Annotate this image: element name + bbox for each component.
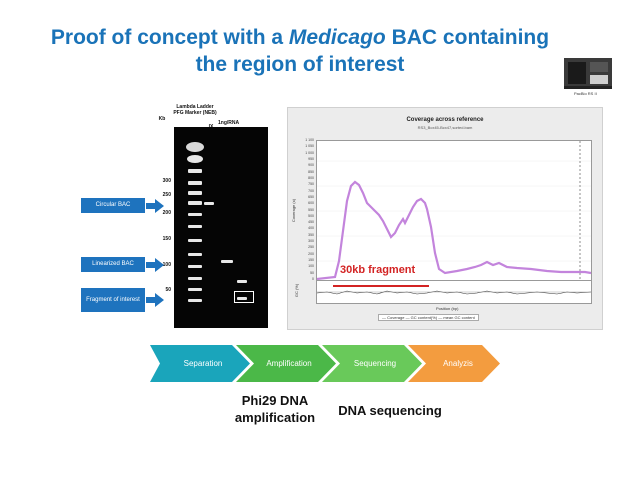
- step-analysis-shape: [408, 345, 500, 382]
- gc-plot-area: [316, 280, 592, 304]
- ladder-band: [188, 288, 202, 291]
- chart-subtitle: RS3_Bcx45-Bcx47,sorted.bam: [417, 125, 473, 130]
- step-separation: Separation: [183, 359, 223, 368]
- coverage-plot-area: [316, 140, 592, 281]
- ladder-band: [188, 265, 202, 268]
- process-flow: [150, 345, 500, 382]
- title-italic-genus: Medicago: [288, 26, 386, 49]
- ladder-band: [188, 181, 202, 185]
- y-tick-label: 0: [312, 277, 314, 281]
- y-tick-label: 1 000: [305, 150, 314, 155]
- fragment-label: Fragment of interest: [81, 288, 145, 312]
- gel-image: [174, 127, 268, 328]
- step-sequencing: Sequencing: [353, 359, 397, 368]
- gc-plot-svg: [316, 290, 592, 295]
- y-tick-label: 1 100: [305, 138, 314, 142]
- ladder-band: [188, 239, 202, 242]
- kb-label: 100: [162, 262, 171, 268]
- phi29-caption: Phi29 DNA amplification: [234, 393, 316, 425]
- sequencer-machine-image: [564, 58, 612, 89]
- ladder-band: [187, 155, 203, 163]
- ladder-band: [188, 225, 202, 228]
- ladder-band: [188, 299, 202, 302]
- coverage-chart: Coverage across reference RS3_Bcx45-Bcx4…: [287, 107, 603, 330]
- fragment-band: [237, 297, 247, 300]
- y-tick-label: 100: [308, 264, 314, 269]
- kb-label: 150: [162, 236, 171, 242]
- y-tick-label: 800: [308, 175, 314, 180]
- slide-title: Proof of concept with a Medicago BAC con…: [20, 24, 580, 78]
- lane2-header: 1ng/RNA: [218, 120, 240, 126]
- y-tick-label: 650: [308, 194, 314, 199]
- fragment-span-line: [333, 285, 429, 287]
- kb-label: 250: [162, 192, 171, 198]
- y-tick-label: 550: [308, 207, 314, 212]
- y-tick-label: 50: [310, 270, 314, 275]
- y-tick-label: 350: [308, 232, 314, 237]
- step-amplification-shape: [236, 345, 336, 382]
- ladder-band: [188, 201, 202, 205]
- ladder-band: [186, 142, 204, 152]
- y-tick-label: 950: [308, 156, 314, 161]
- kb-header: Kb: [158, 116, 166, 122]
- y-tick-label: 400: [308, 226, 314, 231]
- gc-axis-title: GC (%): [294, 283, 300, 298]
- fragment-highlight-box: [234, 291, 254, 303]
- title-line-1: Proof of concept with a Medicago BAC con…: [50, 26, 550, 49]
- x-axis-title: Position (bp): [436, 306, 459, 311]
- fragment-band: [237, 280, 247, 283]
- circular-bac-band: [204, 202, 214, 205]
- ladder-band: [188, 277, 202, 280]
- ladder-band: [188, 253, 202, 256]
- y-tick-label: 750: [308, 182, 314, 187]
- title-line-2: the region of interest: [195, 53, 405, 76]
- y-tick-label: 500: [308, 213, 314, 218]
- sequencing-caption: DNA sequencing: [338, 403, 442, 418]
- gc-content-line: [316, 290, 592, 295]
- circular-bac-label: Circular BAC: [81, 198, 145, 213]
- step-sequencing-shape: [322, 345, 422, 382]
- coverage-line: [316, 180, 592, 281]
- y-tick-label: 300: [308, 239, 314, 244]
- linearized-bac-band: [221, 260, 233, 263]
- fragment-size-label: 30kb fragment: [340, 264, 416, 276]
- linearized-bac-label: Linearized BAC: [81, 257, 145, 272]
- ladder-band: [188, 213, 202, 216]
- sequencer-label: PacBio RS II: [574, 91, 597, 96]
- y-tick-label: 600: [308, 201, 314, 206]
- linearized-bac-arrow-icon: [146, 258, 164, 272]
- y-tick-label: 150: [308, 258, 314, 263]
- kb-label: 200: [162, 210, 171, 216]
- y-tick-label: 850: [308, 169, 314, 174]
- ladder-band: [188, 191, 202, 195]
- y-tick-label: 900: [308, 163, 314, 168]
- ladder-header: Lambda Ladder PFG Marker (NEB): [173, 104, 217, 116]
- kb-label: 300: [162, 178, 171, 184]
- kb-label: 50: [165, 287, 171, 293]
- ladder-band: [188, 169, 202, 173]
- y-tick-label: 700: [308, 188, 314, 193]
- step-separation-shape: [150, 345, 250, 382]
- coverage-plot-svg: [316, 141, 592, 281]
- y-tick-label: 1 050: [305, 144, 314, 149]
- y-tick-label: 200: [308, 251, 314, 256]
- circular-bac-arrow-icon: [146, 199, 164, 213]
- step-analysis: Analyzis: [443, 359, 473, 368]
- fragment-arrow-icon: [146, 293, 164, 307]
- chart-title: Coverage across reference: [406, 117, 484, 123]
- step-amplification: Amplification: [266, 359, 312, 368]
- chart-legend: — Coverage — GC content(%) — mean GC con…: [378, 314, 479, 321]
- y-tick-label: 450: [308, 220, 314, 225]
- y-tick-label: 250: [308, 245, 314, 250]
